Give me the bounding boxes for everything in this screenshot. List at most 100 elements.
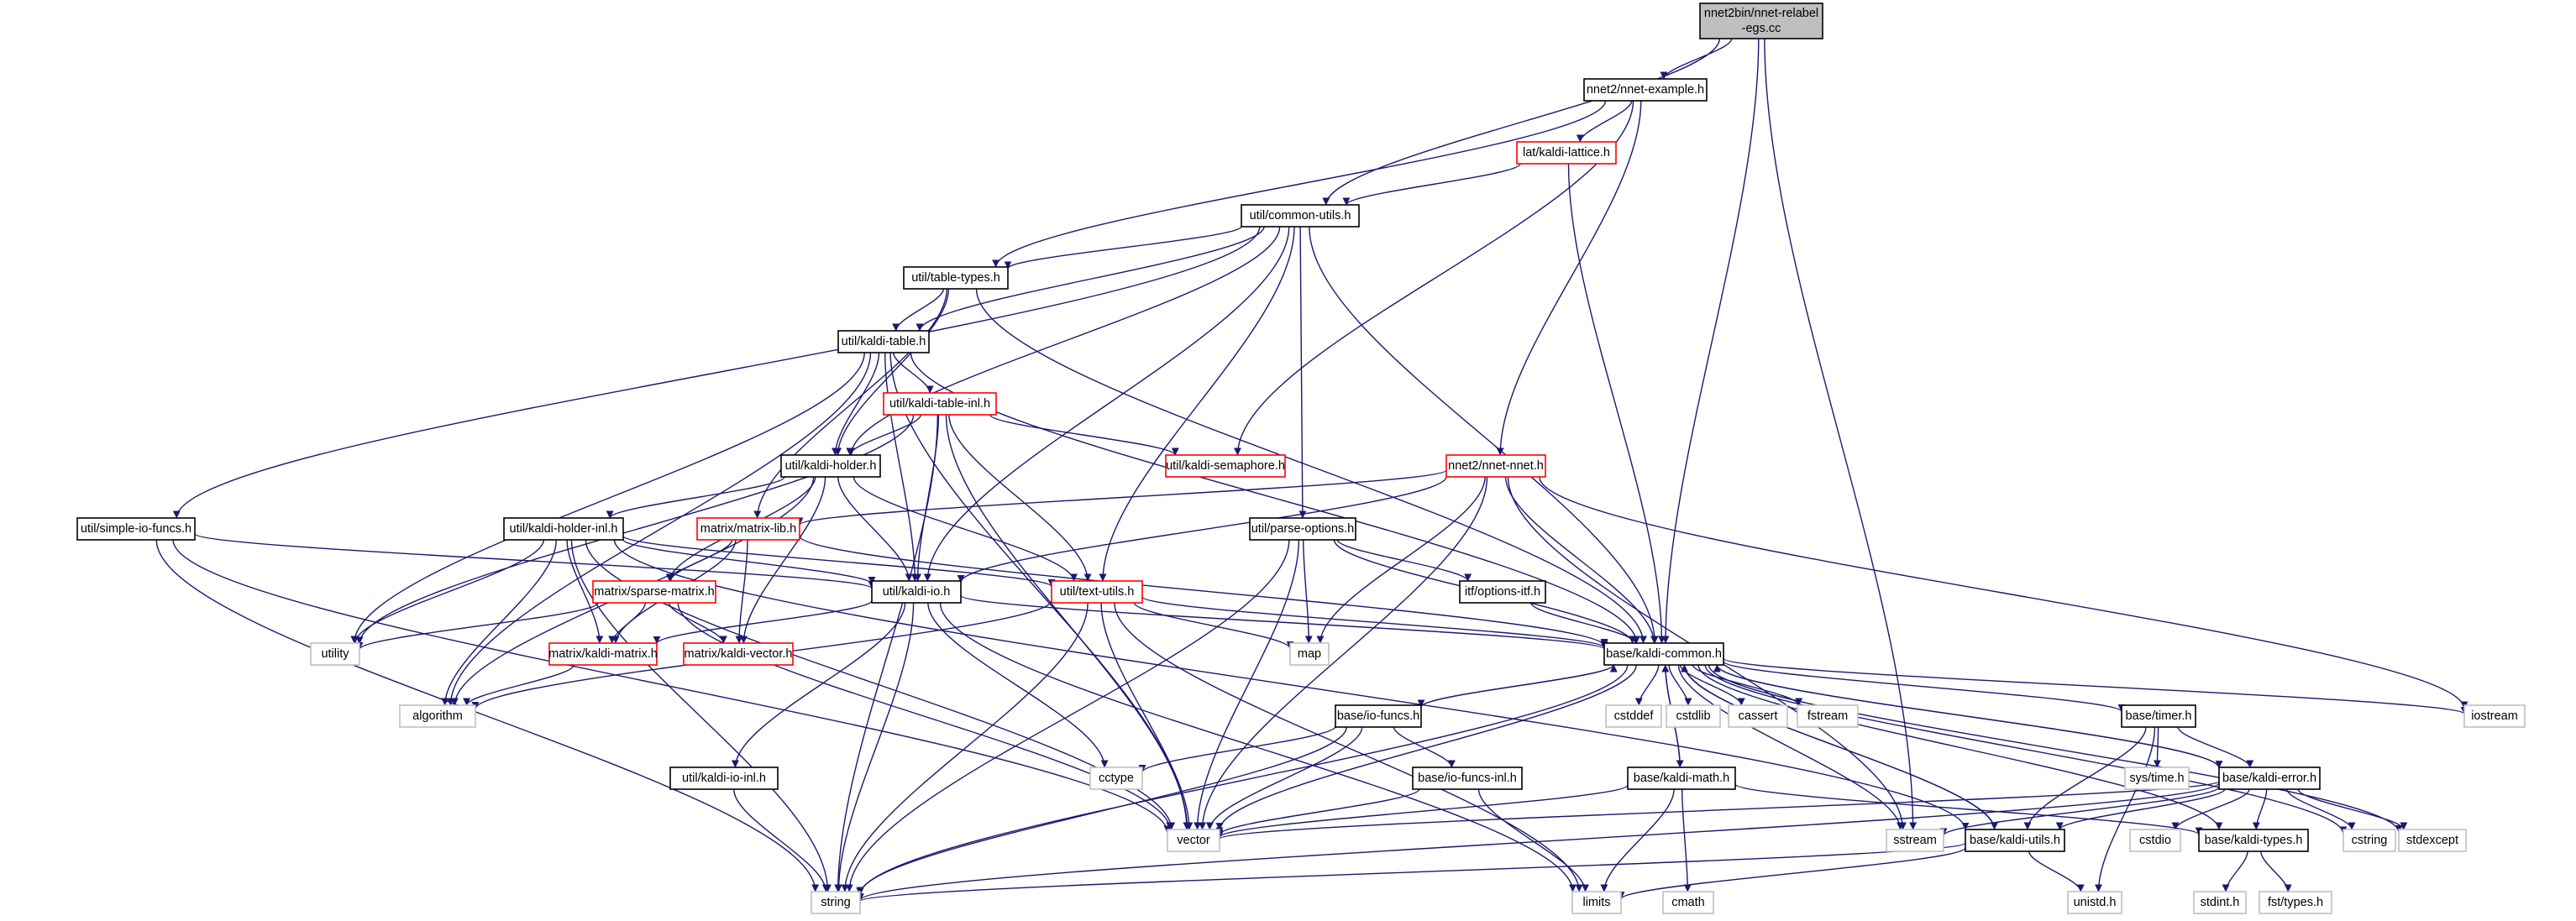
edge-holder_inl-to-kaldi_io [622,539,876,585]
node-cstdlib[interactable]: cstdlib [1666,704,1721,728]
node-timer[interactable]: base/timer.h [2121,704,2196,728]
node-vector[interactable]: vector [1167,829,1220,852]
node-kaldi-types[interactable]: base/kaldi-types.h [2198,829,2309,852]
node-box [1289,642,1330,666]
node-cctype[interactable]: cctype [1089,767,1143,790]
node-kaldi-math[interactable]: base/kaldi-math.h [1627,767,1736,790]
edge-nnet_nnet-to-iostream [1539,476,2468,709]
node-box [1662,891,1714,914]
node-stdint[interactable]: stdint.h [2193,891,2247,914]
node-parse-options[interactable]: util/parse-options.h [1249,517,1356,541]
node-box [1605,704,1662,728]
node-label: map [1298,647,1321,661]
node-kaldi-matrix[interactable]: matrix/kaldi-matrix.h [548,642,658,666]
node-fst-types[interactable]: fst/types.h [2259,891,2332,914]
node-iostream[interactable]: iostream [2463,704,2526,728]
edge-kaldi_table-to-kaldi_table_inl [893,352,934,394]
node-label: base/kaldi-error.h [2222,772,2316,785]
edge-sparse_matrix-to-kaldi_matrix [608,602,646,644]
node-unistd[interactable]: unistd.h [2067,891,2122,914]
node-nnet-nnet[interactable]: nnet2/nnet-nnet.h [1445,454,1546,478]
node-label: matrix/matrix-lib.h [700,522,796,536]
node-kaldi-table-inl[interactable]: util/kaldi-table-inl.h [883,392,997,416]
node-io-funcs[interactable]: base/io-funcs.h [1335,704,1422,728]
node-utility[interactable]: utility [310,642,360,666]
edge-io_funcs_inl-to-limits [1477,788,1589,892]
edge-sparse_matrix-to-utility [355,602,599,651]
node-table-types[interactable]: util/table-types.h [903,266,1009,290]
node-simple-io[interactable]: util/simple-io-funcs.h [76,517,196,541]
node-label: algorithm [412,709,463,723]
node-sys-time[interactable]: sys/time.h [2124,767,2190,790]
node-label: nnet2/nnet-nnet.h [1448,459,1544,473]
edge-kaldi_common-to-iostream [1723,657,2468,714]
node-label: base/timer.h [2126,709,2192,723]
node-nnet-example[interactable]: nnet2/nnet-example.h [1583,78,1708,102]
node-label: base/kaldi-math.h [1634,772,1729,785]
node-label: -egs.cc [1742,22,1781,35]
node-cstddef[interactable]: cstddef [1605,704,1662,728]
node-common-utils[interactable]: util/common-utils.h [1241,204,1360,228]
node-limits[interactable]: limits [1571,891,1622,914]
node-stdexcept[interactable]: stdexcept [2398,829,2467,852]
node-root[interactable]: nnet2bin/nnet-relabel-egs.cc [1699,3,1823,39]
node-label: base/kaldi-utils.h [1970,834,2060,847]
node-kaldi-common[interactable]: base/kaldi-common.h [1603,642,1724,666]
node-options-itf[interactable]: itf/options-itf.h [1459,580,1546,604]
edge-io_funcs_inl-to-vector [1215,788,1420,835]
node-cstring[interactable]: cstring [2343,829,2396,852]
edge-kaldi_table-to-utility [350,352,865,644]
node-box [1583,78,1708,102]
edge-common_utils-to-kaldi_holder [847,226,1281,456]
edge-root-to-kaldi_common [1661,38,1760,644]
node-map[interactable]: map [1289,642,1330,666]
node-algorithm[interactable]: algorithm [399,704,476,728]
node-matrix-lib[interactable]: matrix/matrix-lib.h [696,517,800,541]
node-kaldi-error[interactable]: base/kaldi-error.h [2218,767,2321,790]
edge-nnet_example-to-nnet_nnet [1496,100,1642,456]
node-io-inl[interactable]: util/kaldi-io-inl.h [669,767,779,790]
node-label: util/kaldi-semaphore.h [1166,459,1285,473]
node-kaldi-table[interactable]: util/kaldi-table.h [837,330,930,353]
node-label: cstdio [2139,834,2171,847]
node-cassert[interactable]: cassert [1728,704,1788,728]
node-cstdio[interactable]: cstdio [2129,829,2181,852]
edge-parse_options-to-vector [1194,539,1300,830]
node-box [1335,704,1422,728]
node-sstream[interactable]: sstream [1886,829,1944,852]
node-io-funcs-inl[interactable]: base/io-funcs-inl.h [1412,767,1523,790]
edge-holder_inl-to-utility [351,539,544,644]
node-box [1089,767,1143,790]
node-box [1241,204,1360,228]
edge-kaldi_io-to-limits [939,602,1577,892]
edge-kaldi_common-to-string [856,664,1629,896]
edge-kaldi_matrix-to-algorithm [463,664,575,706]
node-string[interactable]: string [811,891,861,914]
node-box [1666,704,1721,728]
node-label: util/parse-options.h [1251,522,1355,536]
node-kaldi-lattice[interactable]: lat/kaldi-lattice.h [1516,141,1617,165]
node-sparse-matrix[interactable]: matrix/sparse-matrix.h [592,580,716,604]
edge-kaldi_io-to-kaldi_matrix [653,599,873,644]
node-label: itf/options-itf.h [1465,585,1540,599]
node-kaldi-semaphore[interactable]: util/kaldi-semaphore.h [1165,454,1286,478]
edge-layer [155,38,2468,903]
node-fstream[interactable]: fstream [1797,704,1859,728]
edge-kaldi_error-to-string [856,782,2220,902]
node-kaldi-holder[interactable]: util/kaldi-holder.h [780,454,881,478]
edge-holder_inl-to-vector [585,539,1176,830]
node-holder-inl[interactable]: util/kaldi-holder-inl.h [503,517,624,541]
node-cmath[interactable]: cmath [1662,891,1714,914]
edge-kaldi_io-to-io_inl [731,602,906,768]
edge-kaldi_utils-to-unistd [2028,850,2085,892]
edge-kaldi_common-to-sstream [1677,664,1904,830]
node-box [2129,829,2181,852]
node-kaldi-utils[interactable]: base/kaldi-utils.h [1965,829,2065,852]
edge-holder_inl-to-kaldi_utils [613,539,1970,830]
node-text-utils[interactable]: util/text-utils.h [1051,580,1143,604]
node-kaldi-vector[interactable]: matrix/kaldi-vector.h [683,642,794,666]
node-label: base/io-funcs-inl.h [1418,772,1517,785]
node-kaldi-io[interactable]: util/kaldi-io.h [871,580,962,604]
edge-simple_io-to-string [155,539,820,892]
node-label: cstdlib [1676,709,1710,723]
